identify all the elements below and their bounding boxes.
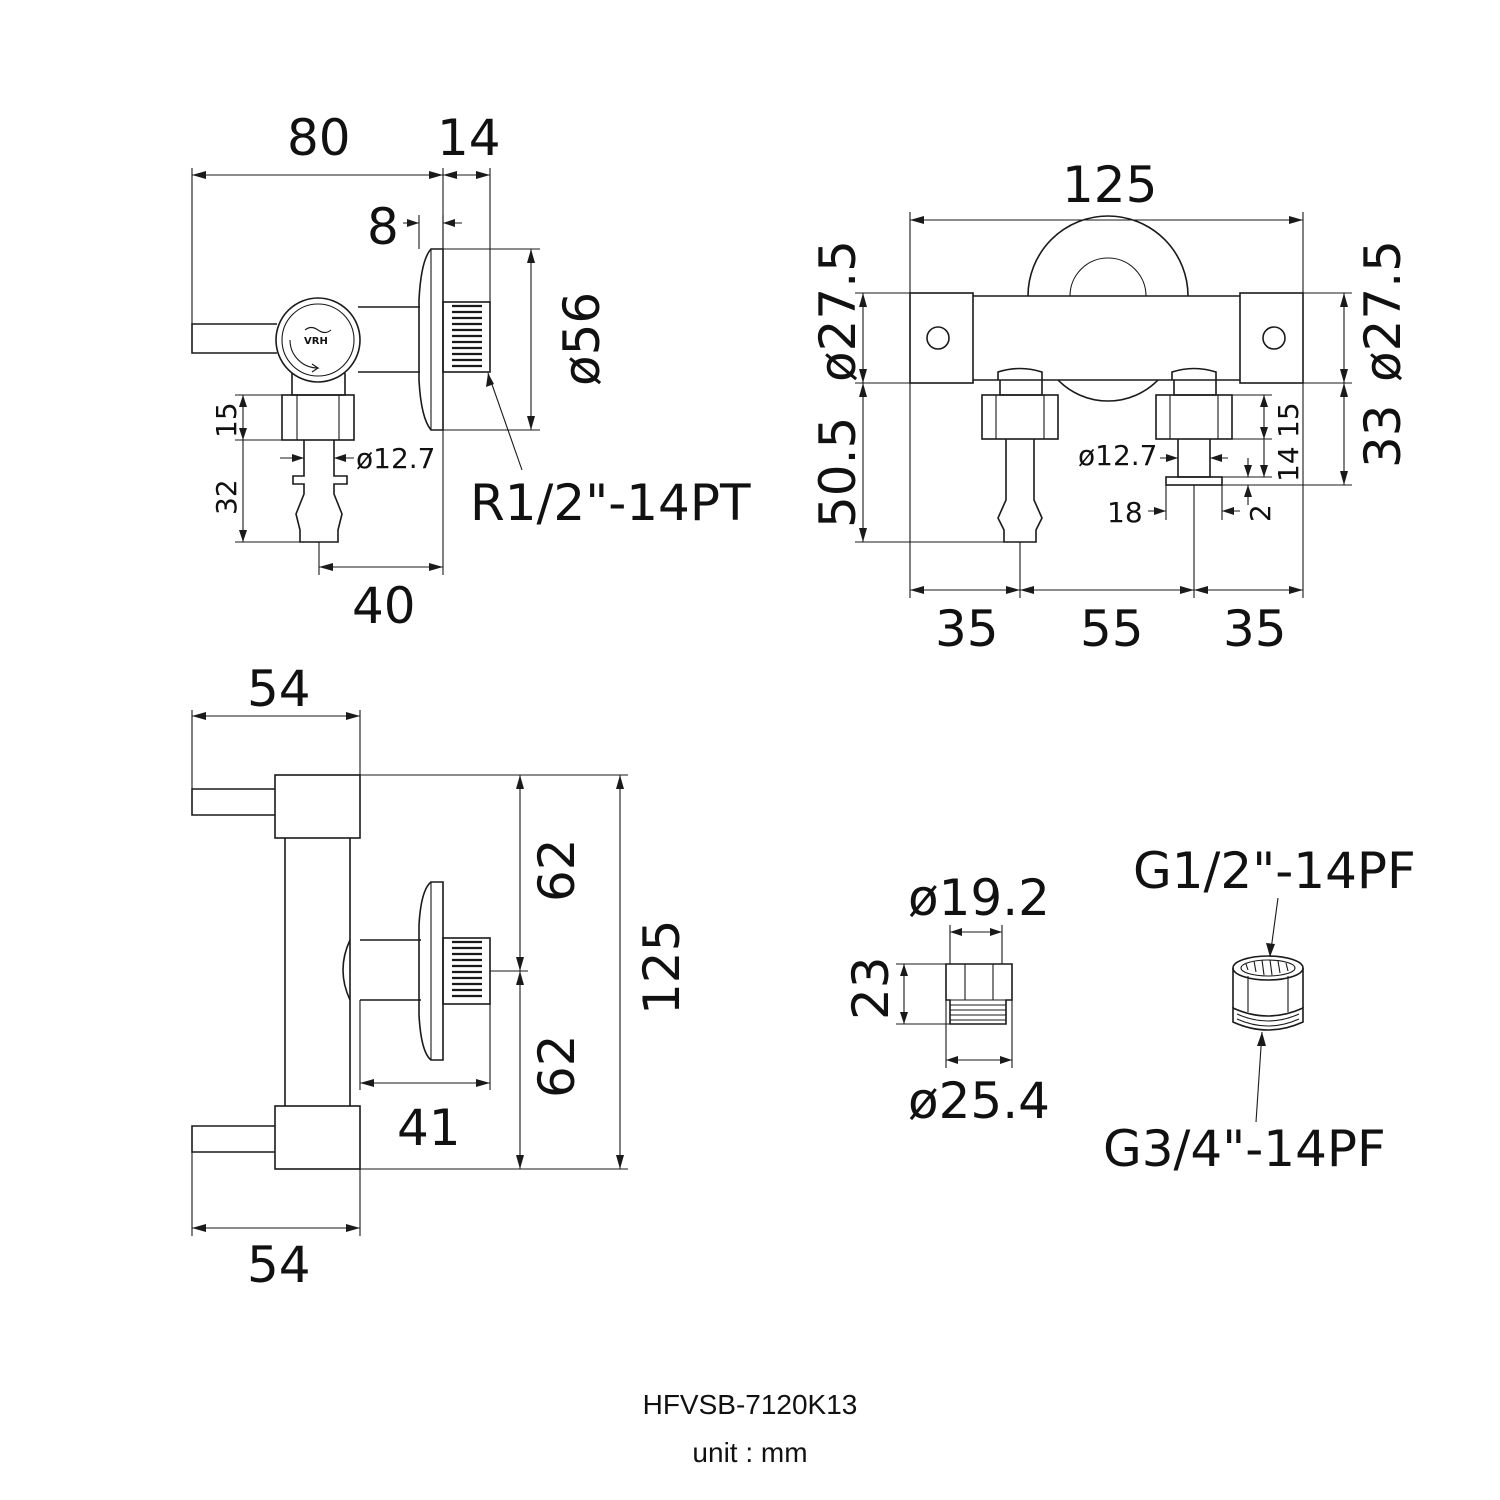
top-flange: [418, 881, 444, 1061]
dim-lower-half: 62: [528, 1034, 586, 1098]
dim-adapter-top-diameter: ø19.2: [908, 869, 1050, 927]
side-thread: [452, 304, 482, 368]
thread-spec-g12: G1/2"-14PF: [1133, 842, 1416, 900]
dim-cap-width: 18: [1107, 496, 1143, 529]
dim-center-spacing: 55: [1080, 600, 1144, 658]
side-view: VRH 80 14 8: [191, 109, 751, 635]
model-number: HFVSB-7120K13: [643, 1389, 858, 1420]
side-body-pipe: [358, 306, 420, 373]
dim-right-spacing: 35: [1223, 600, 1287, 658]
unit-label: unit : mm: [692, 1437, 807, 1468]
front-right-end: [1239, 292, 1304, 384]
side-hose-barb: [292, 440, 348, 543]
dim-right-nut-height: 15: [1272, 402, 1305, 438]
front-body-tube: [973, 295, 1240, 381]
top-body-tube: [284, 838, 351, 1106]
dim-right-end-diameter: ø27.5: [1354, 240, 1412, 382]
dim-hose-height: 32: [210, 479, 243, 515]
front-left-end: [909, 292, 974, 384]
top-lower-cap: [274, 1105, 361, 1170]
adapter-view: ø19.2 23 ø25.4: [842, 869, 1050, 1130]
dim-cap-thickness: 2: [1244, 504, 1277, 522]
front-flange-circle: [1027, 215, 1189, 297]
side-valve-disc-inner: [281, 303, 355, 377]
dim-front-total-width: 125: [1062, 156, 1157, 214]
dim-left-spacing: 35: [935, 600, 999, 658]
dim-top-handle-width: 54: [247, 660, 311, 718]
top-lever-lower: [191, 1125, 275, 1153]
nut-view: G1/2"-14PF G3/4"-14PF: [1103, 842, 1416, 1178]
dim-right-height: 33: [1354, 404, 1412, 468]
brand-logo: VRH: [304, 336, 328, 347]
front-view: 125 ø27.5 50.5 ø27.5 33 15 14 2: [809, 156, 1412, 658]
side-flange: [418, 248, 444, 431]
front-right-cap: [1165, 476, 1223, 486]
dim-flange-offset: 8: [367, 198, 399, 256]
top-view: 54 54 62 62 125 41: [191, 660, 691, 1294]
dim-outlet-height: 50.5: [809, 417, 867, 528]
rotation-arrow-icon: [289, 339, 320, 373]
front-right-nut: [1155, 394, 1233, 440]
dim-top-total-length: 125: [633, 920, 691, 1015]
dim-right-stem-height: 14: [1272, 446, 1305, 482]
dim-outlet-offset: 40: [352, 577, 416, 635]
dim-left-end-diameter: ø27.5: [809, 240, 867, 382]
dim-upper-half: 62: [528, 838, 586, 902]
dim-flange-diameter: ø56: [553, 292, 611, 386]
dim-adapter-bottom-diameter: ø25.4: [908, 1072, 1050, 1130]
dim-nut-height: 15: [210, 402, 243, 438]
dim-right-hose-diameter: ø12.7: [1078, 439, 1157, 472]
dim-bottom-handle-width: 54: [247, 1236, 311, 1294]
side-valve-disc: [275, 297, 361, 383]
front-left-hose-barb: [997, 439, 1043, 543]
side-nut: [281, 394, 355, 441]
nut-bottom-ring: [1232, 1006, 1304, 1031]
dim-flange-depth: 14: [437, 109, 501, 167]
front-left-nut: [981, 394, 1059, 440]
dim-outlet-depth: 41: [397, 1099, 461, 1157]
dim-hose-diameter: ø12.7: [356, 442, 435, 475]
top-upper-cap: [274, 774, 361, 839]
logo-wave: [304, 326, 332, 334]
top-lever-upper: [191, 788, 275, 816]
side-threaded-connector: [442, 301, 491, 373]
thread-spec-r12: R1/2"-14PT: [470, 474, 751, 532]
dim-adapter-height: 23: [842, 956, 900, 1020]
dim-total-depth: 80: [287, 109, 351, 167]
side-lever: [191, 323, 277, 354]
thread-spec-g34: G3/4"-14PF: [1103, 1120, 1386, 1178]
